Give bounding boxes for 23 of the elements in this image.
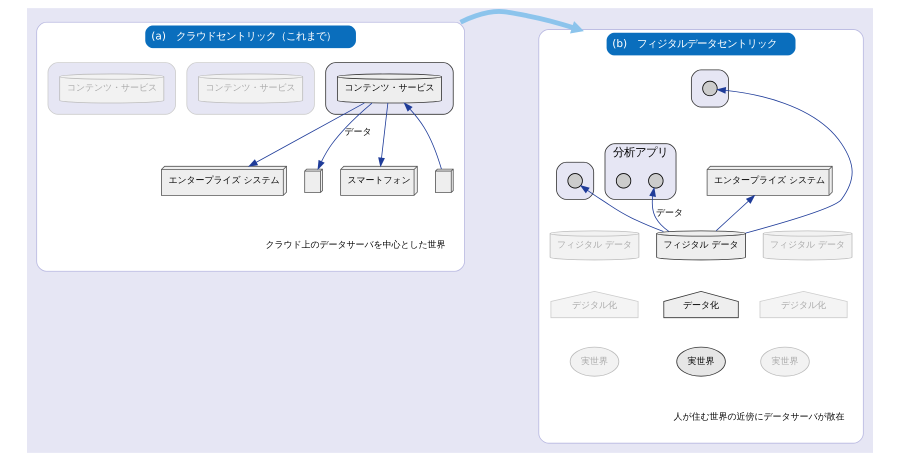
arrow (716, 87, 853, 234)
node-ellipse: 実世界 (570, 346, 620, 377)
node-ellipse: 実世界 (760, 346, 810, 377)
edge-label: データ (344, 128, 372, 138)
node-circle (702, 80, 718, 96)
edge-label: データ (656, 208, 684, 218)
node-ellipse: 実世界 (676, 346, 726, 377)
cluster (690, 70, 729, 108)
cluster: 分析アプリ (604, 143, 676, 200)
arrow (716, 194, 756, 232)
cluster (556, 162, 594, 200)
arrow (459, 9, 584, 34)
arrow (580, 184, 664, 232)
node-circle (616, 173, 632, 188)
arrow (649, 186, 670, 232)
cluster (325, 62, 454, 115)
arrow (248, 102, 365, 167)
arrow (378, 102, 388, 168)
node-circle (648, 173, 664, 188)
cluster (48, 62, 176, 115)
node-circle (567, 173, 583, 188)
arrow (318, 102, 372, 170)
cluster (186, 62, 315, 115)
